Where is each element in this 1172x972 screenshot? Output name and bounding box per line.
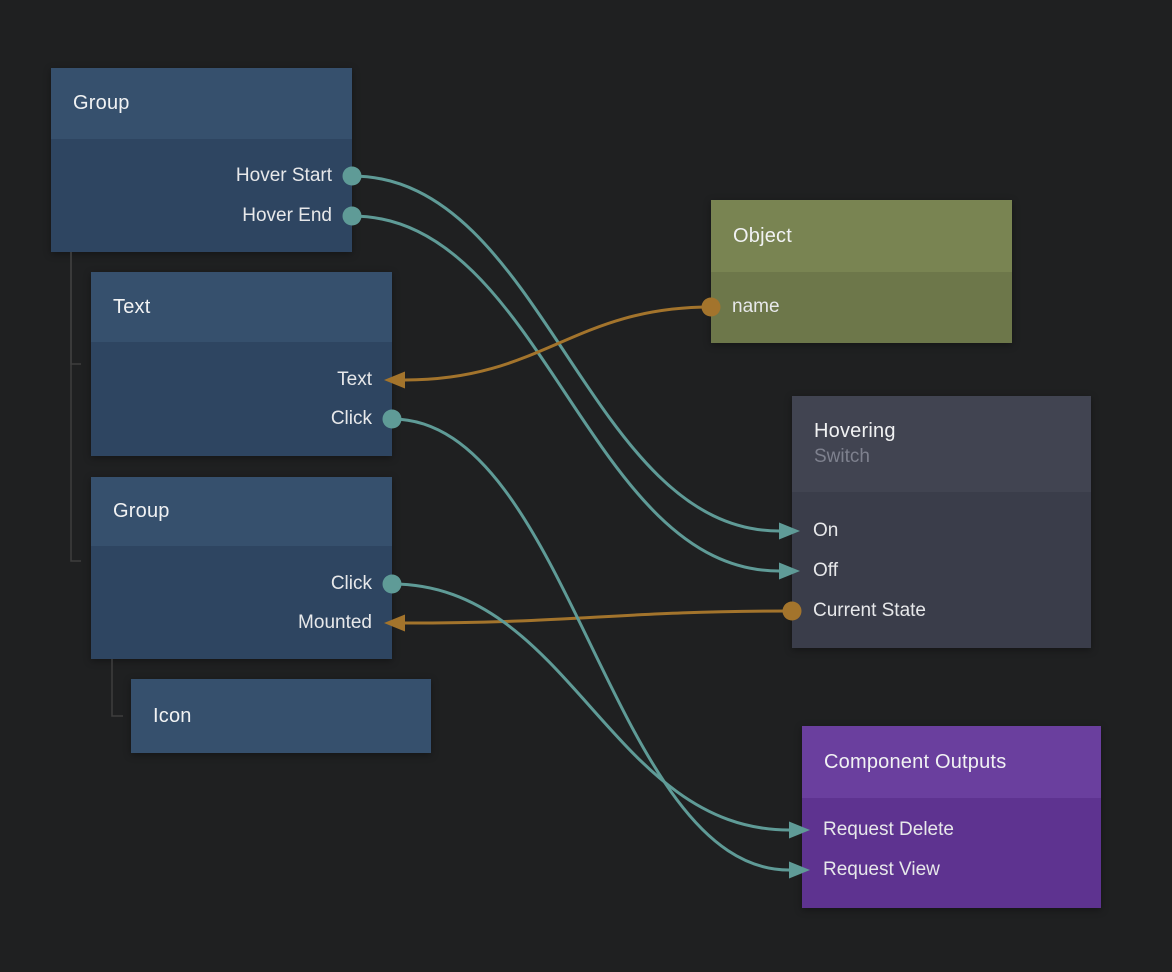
port-label: Hover Start bbox=[235, 165, 332, 186]
port-label: name bbox=[732, 296, 780, 317]
node-subtitle: Switch bbox=[814, 446, 870, 467]
port-arrow-group-2-mounted[interactable] bbox=[384, 614, 405, 632]
node-header-object-1[interactable]: Object bbox=[711, 200, 1012, 272]
port-group-2-click[interactable]: Click bbox=[91, 564, 392, 604]
node-object-1[interactable]: Object name bbox=[711, 200, 1012, 343]
port-label: Current State bbox=[813, 600, 926, 621]
port-arrow-component-outputs-1-request-view[interactable] bbox=[789, 861, 810, 879]
port-group-1-hover-start[interactable]: Hover Start bbox=[51, 156, 352, 196]
hierarchy-connector-group-2-icon-1 bbox=[111, 659, 123, 717]
node-title: Hovering bbox=[814, 420, 896, 442]
node-title: Component Outputs bbox=[824, 750, 1007, 773]
node-header-group-2[interactable]: Group bbox=[91, 477, 392, 546]
port-label: Request View bbox=[823, 859, 940, 880]
port-hovering-1-off[interactable]: Off bbox=[792, 551, 1091, 591]
connection-object-1.name-to-text-1.text[interactable] bbox=[404, 305, 712, 382]
node-title: Text bbox=[113, 295, 151, 318]
port-dot-group-2-click[interactable] bbox=[382, 574, 402, 594]
node-title: Group bbox=[113, 500, 170, 522]
port-label: Request Delete bbox=[823, 819, 954, 840]
port-text-1-text[interactable]: Text bbox=[91, 360, 392, 400]
port-dot-group-1-hover-end[interactable] bbox=[342, 206, 362, 226]
port-text-1-click[interactable]: Click bbox=[91, 399, 392, 439]
port-dot-text-1-click[interactable] bbox=[382, 409, 402, 429]
port-object-1-name[interactable]: name bbox=[711, 287, 1012, 327]
port-hovering-1-on[interactable]: On bbox=[792, 511, 1091, 551]
port-dot-group-1-hover-start[interactable] bbox=[342, 166, 362, 186]
port-component-outputs-1-request-delete[interactable]: Request Delete bbox=[802, 810, 1101, 850]
node-title: Group bbox=[73, 92, 130, 114]
connection-group-1.hover-end-to-hovering-1.off[interactable] bbox=[351, 214, 780, 573]
port-label: Mounted bbox=[298, 612, 372, 633]
node-header-icon-1[interactable]: Icon bbox=[131, 679, 431, 753]
connection-text-1.click-to-component-outputs-1.request-view[interactable] bbox=[391, 417, 790, 872]
connection-group-1.hover-start-to-hovering-1.on[interactable] bbox=[351, 174, 780, 533]
port-arrow-hovering-1-on[interactable] bbox=[779, 522, 800, 540]
node-header-group-1[interactable]: Group bbox=[51, 68, 352, 139]
node-title: Icon bbox=[153, 704, 192, 727]
port-arrow-text-1-text[interactable] bbox=[384, 371, 405, 389]
port-label: On bbox=[813, 520, 839, 541]
node-header-text-1[interactable]: Text bbox=[91, 272, 392, 342]
port-label: Text bbox=[337, 369, 372, 390]
node-icon-1[interactable]: Icon bbox=[131, 679, 431, 753]
node-header-component-outputs-1[interactable]: Component Outputs bbox=[802, 726, 1101, 798]
connection-group-2.click-to-component-outputs-1.request-delete[interactable] bbox=[391, 582, 790, 832]
port-hovering-1-current-state[interactable]: Current State bbox=[792, 591, 1091, 631]
node-title: Object bbox=[733, 224, 793, 247]
hierarchy-connector-group-1-group-2 bbox=[70, 252, 81, 562]
port-dot-object-1-name[interactable] bbox=[701, 297, 721, 317]
port-label: Click bbox=[330, 573, 372, 594]
port-arrow-hovering-1-off[interactable] bbox=[779, 562, 800, 580]
port-arrow-component-outputs-1-request-delete[interactable] bbox=[789, 821, 810, 839]
port-group-2-mounted[interactable]: Mounted bbox=[91, 603, 392, 643]
port-group-1-hover-end[interactable]: Hover End bbox=[51, 196, 352, 236]
port-label: Click bbox=[330, 408, 372, 429]
port-component-outputs-1-request-view[interactable]: Request View bbox=[802, 850, 1101, 890]
connection-hovering-1.current-state-to-group-2.mounted[interactable] bbox=[404, 609, 793, 625]
port-dot-hovering-1-current-state[interactable] bbox=[782, 601, 802, 621]
port-label: Off bbox=[813, 560, 838, 581]
port-label: Hover End bbox=[242, 205, 332, 226]
